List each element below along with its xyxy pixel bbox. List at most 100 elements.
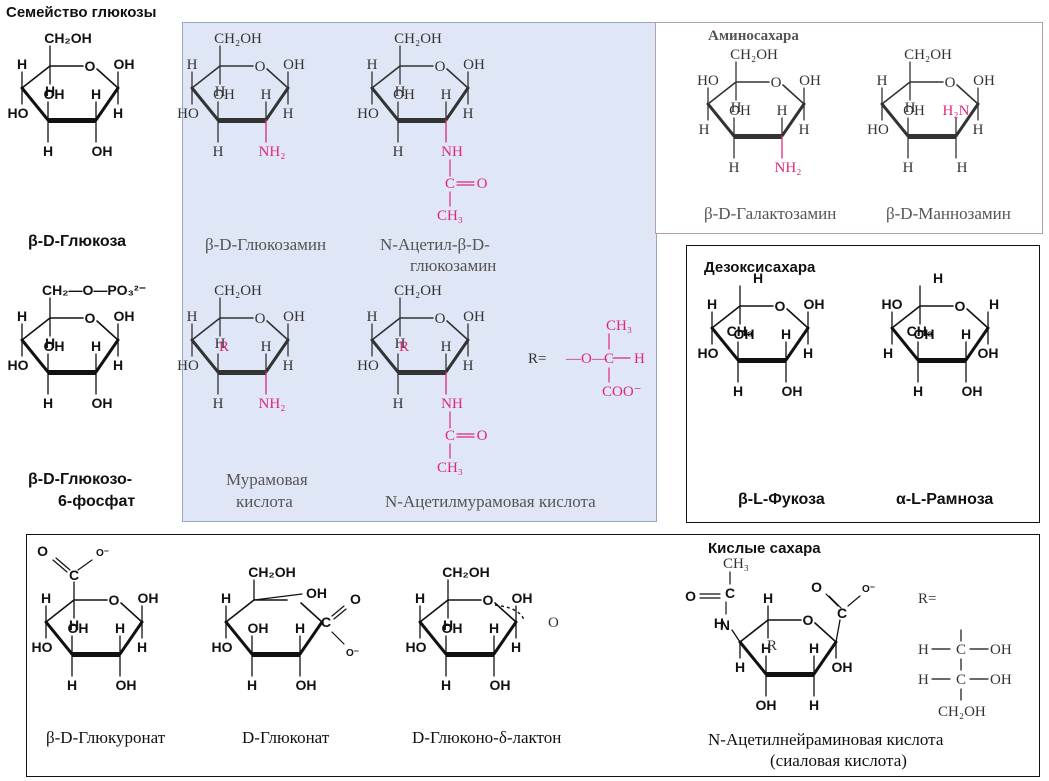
bond-line: [444, 86, 470, 122]
atom-label: OH: [44, 338, 65, 354]
atom-label: H: [761, 640, 771, 656]
bond-line: [45, 599, 75, 623]
atom-label: O: [435, 311, 446, 327]
atom-label: O: [955, 298, 966, 314]
atom-label: CH₃: [907, 323, 934, 339]
ring-bold-edge: [218, 118, 266, 123]
bond-line: [418, 620, 448, 656]
bond-line: [966, 308, 989, 329]
atom-label: CH₃: [723, 556, 749, 572]
atom-label: HO: [867, 122, 889, 138]
atom-label: H: [731, 100, 742, 116]
bond-line: [266, 68, 289, 89]
atom-label: HO: [8, 105, 29, 121]
atom-label: C: [604, 351, 614, 367]
atom-label: H: [781, 326, 791, 342]
bond-line: [780, 102, 806, 138]
atom-label: OH: [296, 677, 317, 693]
atom-label: CH₂OH: [938, 704, 986, 720]
atom-label: O: [775, 298, 786, 314]
atom-label: H: [799, 122, 810, 138]
bond-line: [300, 602, 323, 623]
caption-muramic-line2: кислота: [236, 492, 293, 511]
bond-line: [264, 86, 290, 122]
ring-bold-edge: [398, 118, 446, 123]
bond-line: [964, 326, 990, 362]
caption-fucose: β-L-Фукоза: [738, 491, 825, 508]
atom-label: H: [395, 84, 406, 100]
atom-label: H: [443, 617, 453, 633]
ring-bold-edge: [218, 370, 266, 375]
atom-label: H: [489, 620, 499, 636]
ring-bold-edge: [398, 370, 446, 375]
atom-label: HO: [697, 73, 719, 89]
atom-label: H: [45, 83, 55, 99]
atom-label: HO: [698, 345, 719, 361]
atom-label: HO: [882, 296, 903, 312]
atom-label: HO: [212, 639, 233, 655]
bond-line: [707, 81, 737, 105]
atom-label: O: [255, 59, 266, 75]
atom-label: H: [634, 351, 645, 367]
bond-line: [738, 640, 768, 676]
atom-label: H₂N: [943, 103, 970, 119]
atom-label: H: [777, 103, 788, 119]
caption-glucuronate: β-D-Глюкуронат: [46, 728, 166, 747]
atom-label: H: [187, 309, 198, 325]
atom-label: CH₃: [606, 318, 632, 334]
atom-label: H: [395, 336, 406, 352]
atom-label: C: [725, 585, 735, 601]
hexosamine-panel: [182, 22, 657, 522]
caption-beta-d-glucose: β-D-Глюкоза: [28, 233, 127, 250]
atom-label: HO: [357, 106, 379, 122]
atom-label: H: [511, 639, 521, 655]
ring-bold-edge: [48, 118, 96, 123]
atom-label: H: [393, 144, 404, 160]
atom-label: CH₂OH: [44, 30, 91, 46]
atom-label: CH₂OH: [394, 31, 442, 47]
atom-label: NH: [441, 144, 463, 160]
bond-line: [494, 602, 517, 623]
atom-label: O: [85, 58, 96, 74]
atom-label: N: [720, 617, 730, 633]
atom-label: OH: [463, 57, 485, 73]
atom-label: OH: [283, 57, 305, 73]
atom-label: HO: [406, 639, 427, 655]
acidic-sugars-title: Кислые сахара: [708, 540, 821, 557]
atom-label: OH: [306, 585, 327, 601]
bond-line: [814, 622, 837, 643]
caption-glucose-6-phosphate-line2: 6-фосфат: [58, 493, 136, 510]
atom-label: H: [41, 590, 51, 606]
atom-label: OH: [490, 677, 511, 693]
ring-bold-edge: [446, 652, 494, 657]
atom-label: H: [43, 143, 53, 159]
atom-label: H: [67, 677, 77, 693]
atom-label: H: [247, 677, 257, 693]
bond-line: [731, 629, 741, 643]
atom-label: OH: [114, 56, 135, 72]
atom-label: H: [367, 309, 378, 325]
atom-label: H: [283, 106, 294, 122]
bond-line: [782, 84, 805, 105]
bond-line: [331, 605, 345, 617]
atom-label: H: [69, 617, 79, 633]
atom-label: HO: [357, 358, 379, 374]
bond-line: [825, 593, 839, 607]
bond-line: [20, 86, 50, 122]
bond-line: [224, 620, 254, 656]
bond-line: [444, 338, 470, 374]
bond-line: [264, 338, 290, 374]
bond-line: [21, 317, 51, 341]
atom-label: O: [803, 612, 814, 628]
bond-line: [847, 595, 861, 607]
caption-neuraminic-line2: (сиаловая кислота): [770, 751, 907, 770]
atom-label: OH: [799, 73, 821, 89]
atom-label: H: [213, 144, 224, 160]
atom-label: R: [399, 339, 409, 355]
bond-line: [492, 620, 518, 656]
atom-label: O: [811, 579, 822, 595]
bond-line: [371, 317, 401, 341]
atom-label: O: [37, 543, 48, 559]
bond-line: [94, 338, 120, 374]
atom-label: H: [17, 56, 27, 72]
